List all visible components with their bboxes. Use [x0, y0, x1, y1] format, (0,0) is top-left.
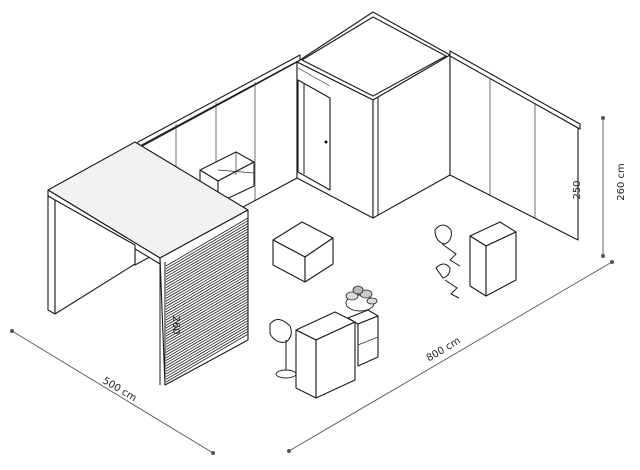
slat [165, 309, 249, 359]
slat [165, 312, 249, 361]
slat [165, 258, 249, 307]
slat [165, 247, 249, 297]
slat [165, 279, 249, 329]
plant [345, 285, 378, 312]
slat [165, 293, 249, 342]
slat [165, 220, 249, 270]
cube-stool [272, 221, 334, 283]
plant-shelf [347, 309, 379, 367]
slat [165, 328, 249, 378]
slat [165, 298, 249, 348]
side-table [469, 221, 517, 297]
slat [165, 244, 249, 294]
slat [165, 304, 249, 353]
slat [165, 331, 249, 380]
slat [165, 260, 249, 310]
slat [165, 325, 249, 375]
slat [165, 268, 249, 318]
slat [165, 223, 249, 272]
bar-chairs [434, 224, 461, 299]
slat [165, 277, 249, 326]
slat [165, 225, 249, 275]
dim-total-height-line [601, 116, 605, 258]
dim-length-label: 800 cm [425, 335, 463, 364]
slat [165, 274, 249, 324]
dim-width-label: 500 cm [100, 375, 138, 404]
chair-left [269, 319, 297, 379]
slat [165, 295, 249, 345]
slat [165, 314, 249, 364]
slat [165, 263, 249, 313]
dim-length-line [287, 260, 614, 453]
slat [165, 333, 249, 383]
counter-slats [165, 217, 249, 383]
dim-wall-height-label: 250 [572, 180, 583, 199]
slat [165, 271, 249, 321]
info-counter [295, 311, 356, 399]
slat [165, 301, 249, 351]
storage-door [297, 67, 331, 191]
slat [165, 255, 249, 305]
slat [165, 322, 249, 372]
slat [165, 306, 249, 356]
slat [165, 228, 249, 278]
slat [165, 290, 249, 340]
slat [165, 320, 249, 369]
slat [165, 317, 249, 367]
slat [165, 231, 249, 280]
slat [165, 233, 249, 283]
slat [165, 282, 249, 332]
back-wall-right [449, 50, 581, 241]
slat [165, 217, 249, 267]
slat [165, 252, 249, 302]
slat [165, 236, 249, 286]
dim-width-line [10, 329, 215, 455]
slat [165, 239, 249, 288]
slat [165, 241, 249, 291]
slat [165, 266, 249, 315]
slat [165, 285, 249, 334]
dim-total-height-label: 260 cm [616, 163, 627, 201]
slat [165, 250, 249, 299]
dim-counter-height-label: 260 [170, 315, 181, 334]
slat [165, 287, 249, 337]
